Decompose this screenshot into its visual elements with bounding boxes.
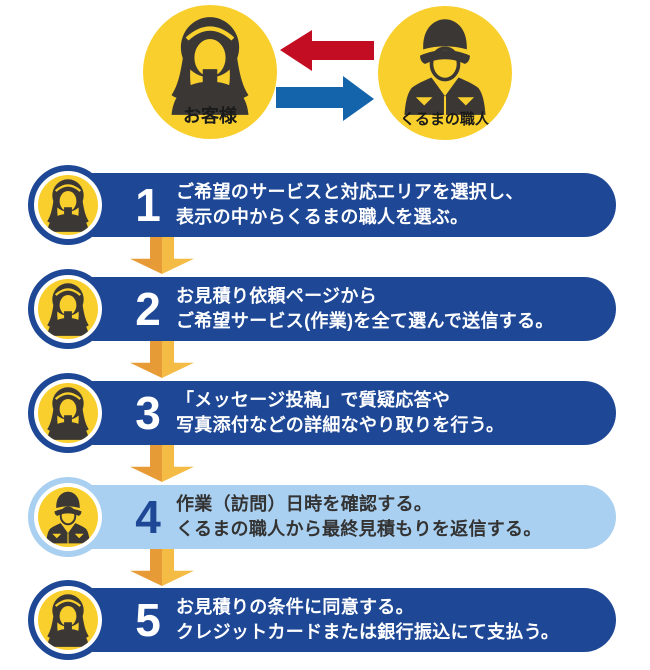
step-5-bar: 5 お見積りの条件に同意する。 クレジットカードまたは銀行振込にて支払う。	[62, 588, 616, 652]
down-arrow-icon	[130, 548, 194, 586]
down-arrow-icon	[130, 340, 194, 378]
customer-label: お客様	[183, 106, 237, 126]
step-5-text: お見積りの条件に同意する。 クレジットカードまたは銀行振込にて支払う。	[176, 595, 559, 645]
craftsman-avatar: くるまの職人	[378, 6, 512, 140]
blue-right-arrow-icon	[276, 76, 374, 121]
step-2-avatar	[28, 269, 108, 349]
step-2-line-2: ご希望サービス(作業)を全て選んで送信する。	[176, 311, 554, 331]
step-3-text: 「メッセージ投稿」で質疑応答や 写真添付などの詳細なやり取りを行う。	[176, 388, 504, 438]
step-2-number: 2	[135, 283, 161, 335]
step-4-text: 作業（訪問）日時を確認する。 くるまの職人から最終見積もりを返信する。	[176, 492, 542, 542]
step-3-line-2: 写真添付などの詳細なやり取りを行う。	[176, 415, 505, 435]
step-2-text: お見積り依頼ページから ご希望サービス(作業)を全て選んで送信する。	[176, 284, 554, 334]
step-1-avatar	[28, 165, 108, 245]
step-5-line-2: クレジットカードまたは銀行振込にて支払う。	[176, 622, 560, 642]
step-5-number: 5	[135, 594, 161, 646]
customer-avatar: お客様	[143, 5, 277, 139]
step-1-number: 1	[135, 179, 161, 231]
step-1-text: ご希望のサービスと対応エリアを選択し、 表示の中からくるまの職人を選ぶ。	[176, 180, 524, 230]
woman-icon	[40, 592, 96, 648]
craftsman-label: くるまの職人	[400, 111, 490, 128]
woman-icon	[40, 281, 96, 337]
step-4-line-2: くるまの職人から最終見積もりを返信する。	[176, 519, 542, 539]
craftsman-icon	[40, 489, 96, 545]
down-arrow-icon	[130, 236, 194, 274]
step-4-avatar	[28, 477, 108, 557]
exchange-arrows	[276, 30, 374, 121]
step-1-bar: 1 ご希望のサービスと対応エリアを選択し、 表示の中からくるまの職人を選ぶ。	[62, 173, 616, 237]
step-4-number: 4	[135, 491, 161, 543]
step-3-line-1: 「メッセージ投稿」で質疑応答や	[176, 390, 451, 410]
step-2-line-1: お見積り依頼ページから	[176, 286, 377, 306]
step-3-avatar	[28, 373, 108, 453]
step-3-bar: 3 「メッセージ投稿」で質疑応答や 写真添付などの詳細なやり取りを行う。	[62, 381, 616, 445]
step-4-line-1: 作業（訪問）日時を確認する。	[176, 494, 433, 514]
step-2-bar: 2 お見積り依頼ページから ご希望サービス(作業)を全て選んで送信する。	[62, 277, 616, 341]
red-left-arrow-icon	[280, 30, 374, 71]
step-3-number: 3	[135, 387, 161, 439]
woman-icon	[40, 385, 96, 441]
step-1-line-1: ご希望のサービスと対応エリアを選択し、	[176, 182, 524, 202]
down-arrow-icon	[130, 444, 194, 482]
step-5-avatar	[28, 580, 108, 660]
step-1-line-2: 表示の中からくるまの職人を選ぶ。	[176, 207, 469, 227]
step-4-bar: 4 作業（訪問）日時を確認する。 くるまの職人から最終見積もりを返信する。	[62, 485, 616, 549]
step-5-line-1: お見積りの条件に同意する。	[176, 597, 414, 617]
woman-icon	[40, 177, 96, 233]
